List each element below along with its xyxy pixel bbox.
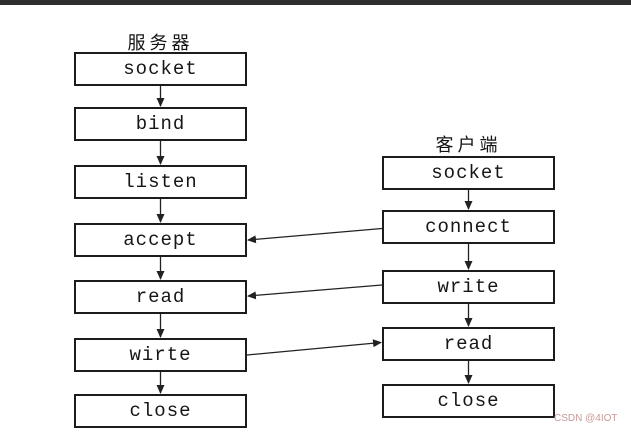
server-step-wirte-label: wirte [129, 344, 192, 366]
csdn-watermark: CSDN @4IOT [554, 413, 618, 424]
client-step-read: read [382, 327, 555, 361]
server-step-listen-label: listen [123, 171, 198, 193]
server-step-read: read [74, 280, 247, 314]
server-step-bind: bind [74, 107, 247, 141]
client-step-read-label: read [443, 333, 494, 355]
client-step-close-label: close [437, 390, 500, 412]
arrow-connect-to-accept [247, 227, 383, 244]
server-step-accept-label: accept [123, 229, 198, 251]
server-step-close-label: close [129, 400, 192, 422]
client-column-title: 客户端 [435, 135, 502, 156]
server-column-title: 服务器 [127, 33, 194, 54]
server-step-accept: accept [74, 223, 247, 257]
arrow-wirte-to-read [246, 339, 382, 356]
client-step-write: write [382, 270, 555, 304]
client-step-connect-label: connect [425, 216, 512, 238]
server-step-close: close [74, 394, 247, 428]
client-step-write-label: write [437, 276, 500, 298]
server-step-listen: listen [74, 165, 247, 199]
server-step-bind-label: bind [135, 113, 186, 135]
server-step-read-label: read [135, 286, 186, 308]
client-step-close: close [382, 384, 555, 418]
client-step-socket: socket [382, 156, 555, 190]
arrow-write-to-read [247, 284, 383, 300]
server-step-wirte: wirte [74, 338, 247, 372]
top-border-bar [0, 0, 631, 5]
client-step-socket-label: socket [431, 162, 506, 184]
client-step-connect: connect [382, 210, 555, 244]
server-step-socket-label: socket [123, 58, 198, 80]
server-step-socket: socket [74, 52, 247, 86]
